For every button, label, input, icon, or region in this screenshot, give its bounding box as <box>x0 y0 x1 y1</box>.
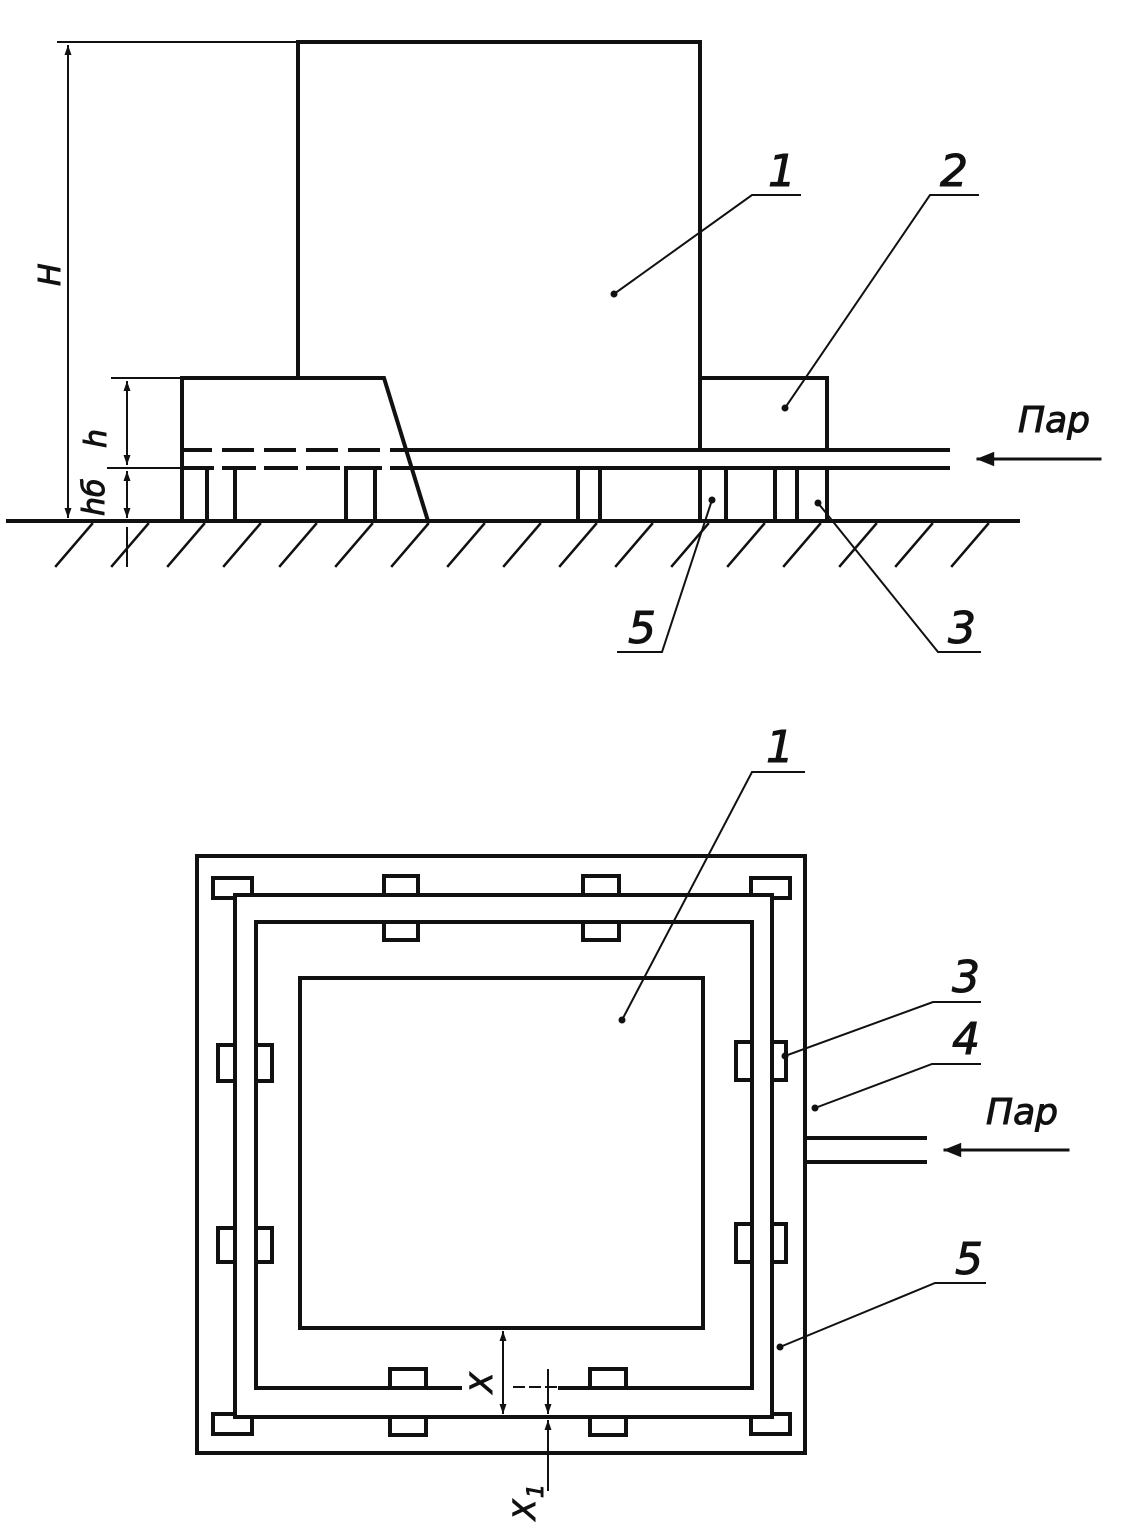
leader-lines <box>612 194 981 653</box>
dim-base-height: hб <box>77 478 112 516</box>
support-posts <box>205 466 829 523</box>
dim-gap-1-main: X <box>508 1498 543 1522</box>
plan-dimensions <box>499 1331 557 1491</box>
plan-label-item-1: 1 <box>766 722 794 773</box>
dim-gap: X <box>465 1371 500 1395</box>
steam-pipe <box>180 448 950 470</box>
dim-gap-1: X 1 <box>508 1484 550 1523</box>
dim-total-height: H <box>33 263 68 286</box>
plan-label-item-4: 4 <box>952 1014 980 1065</box>
outer-frame <box>195 854 807 1455</box>
plan-label-item-3: 3 <box>952 952 980 1003</box>
ground <box>6 519 1020 568</box>
label-item-1: 1 <box>768 146 796 197</box>
channel-wall <box>233 893 774 1419</box>
corner-supports <box>211 876 792 1436</box>
dim-gap-1-sub: 1 <box>524 1484 549 1498</box>
inner-wall <box>254 920 754 1390</box>
product-plan <box>298 976 705 1330</box>
label-item-5: 5 <box>628 603 656 654</box>
label-item-3: 3 <box>948 603 976 654</box>
plan-label-item-5: 5 <box>955 1234 983 1285</box>
plan-leader-lines <box>620 771 986 1349</box>
label-steam: Пар <box>1018 400 1090 441</box>
dim-height: h <box>79 429 114 448</box>
leader-dots <box>610 290 822 507</box>
side-view: 1 2 5 3 Пар H h hб <box>6 40 1102 655</box>
dimension-lines <box>57 41 299 567</box>
product-block <box>296 40 702 452</box>
plan-view: 1 3 4 5 Пар X X 1 <box>195 722 1070 1523</box>
cover-block <box>698 376 829 452</box>
side-supports <box>216 1040 788 1264</box>
label-item-2: 2 <box>940 146 968 197</box>
plan-leader-dots <box>618 1016 819 1351</box>
edge-supports <box>382 874 628 1437</box>
steam-inlet <box>803 1136 927 1164</box>
plan-label-steam: Пар <box>986 1092 1058 1133</box>
